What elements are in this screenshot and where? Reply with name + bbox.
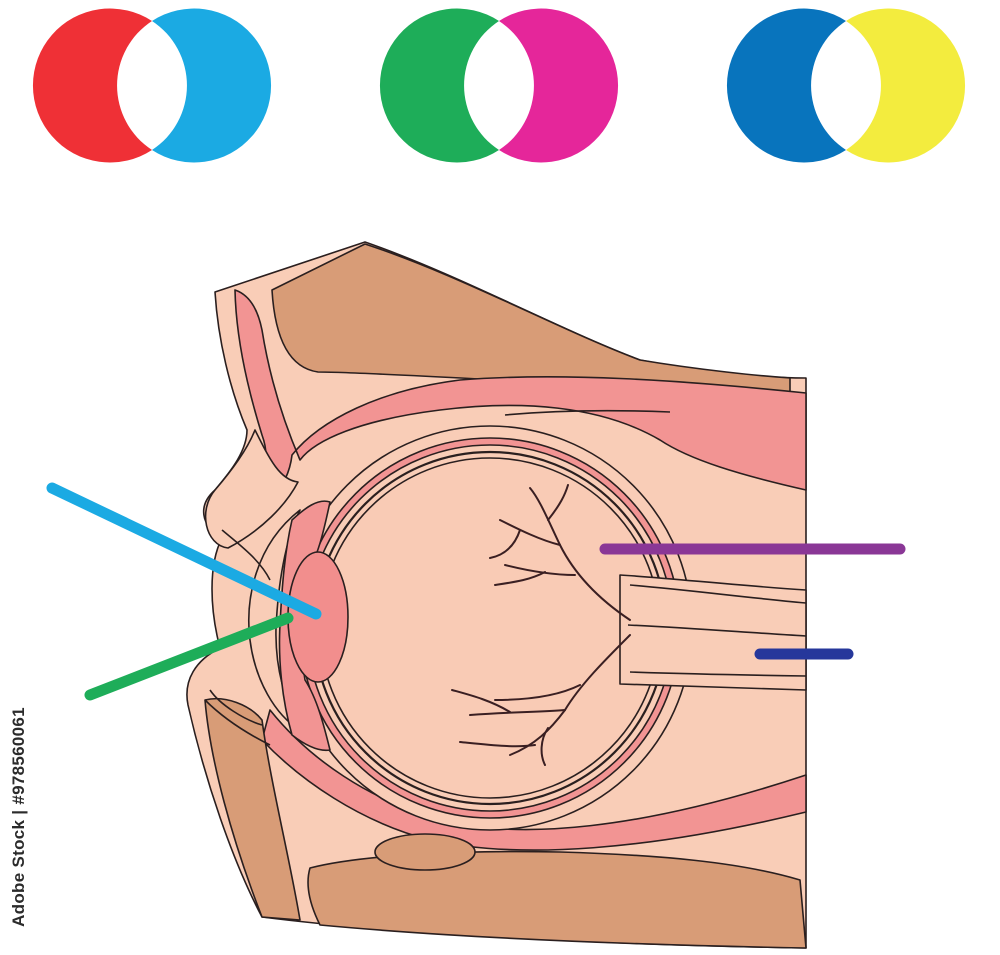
cyan-circle <box>152 9 271 163</box>
stock-watermark: Adobe Stock | #978560061 <box>10 697 28 937</box>
fat-pad <box>375 834 475 870</box>
orbit-floor-bone <box>308 852 806 948</box>
watermark-text: Adobe Stock | #978560061 <box>9 707 29 927</box>
color-pair-blue-yellow <box>727 9 965 163</box>
color-pair-green-magenta <box>380 9 618 163</box>
yellow-circle <box>846 9 965 163</box>
red-circle <box>33 9 152 163</box>
blue-circle <box>727 9 846 163</box>
magenta-circle <box>499 9 618 163</box>
color-pair-red-cyan <box>33 9 271 163</box>
brow-bone <box>272 244 790 395</box>
vitreous-body <box>320 458 660 798</box>
green-circle <box>380 9 499 163</box>
